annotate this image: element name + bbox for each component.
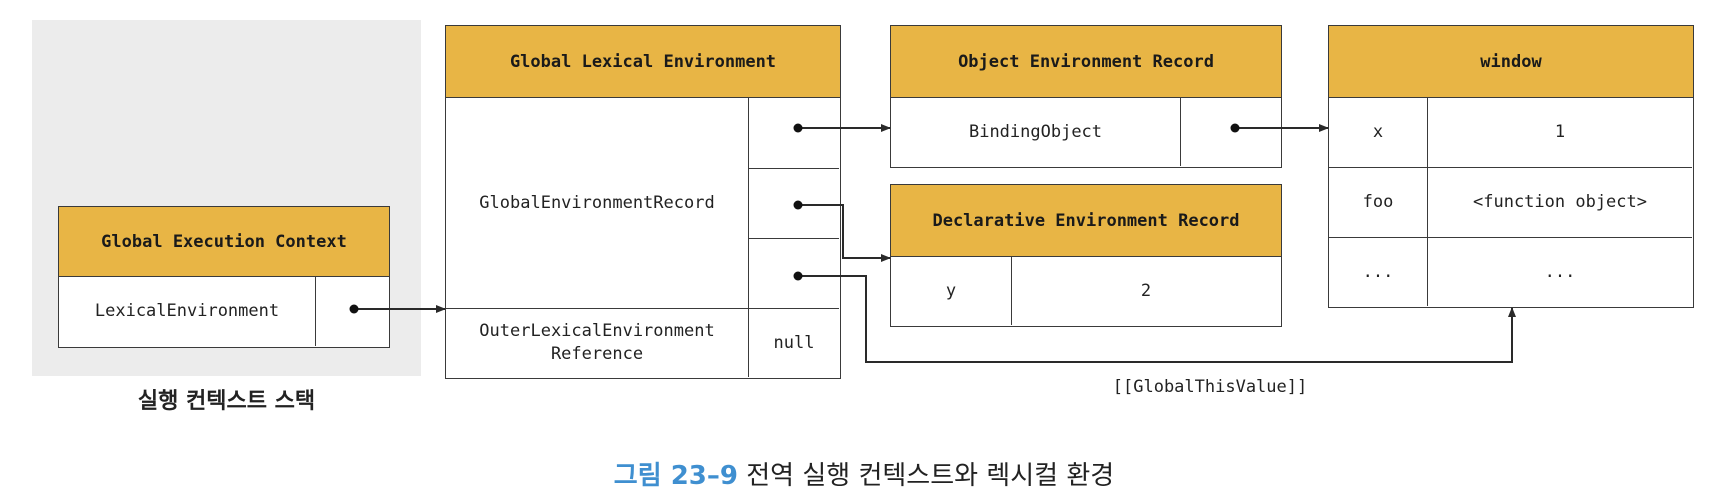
figure-number: 그림 23–9 xyxy=(613,461,738,491)
global-execution-context-header: Global Execution Context xyxy=(58,206,390,277)
outer-reference-cell: OuterLexicalEnvironment Reference xyxy=(446,309,748,377)
declarative-environment-record-body: y 2 xyxy=(890,256,1282,327)
declarative-environment-record-title: Declarative Environment Record xyxy=(932,210,1240,231)
global-environment-record-cell: GlobalEnvironmentRecord xyxy=(446,98,748,308)
window-row-value: 1 xyxy=(1554,122,1566,143)
window-row-value: <function object> xyxy=(1473,192,1647,213)
column-divider xyxy=(748,98,749,377)
binding-object-label: BindingObject xyxy=(968,121,1103,142)
outer-reference-label: OuterLexicalEnvironment Reference xyxy=(479,321,715,364)
binding-object-cell: BindingObject xyxy=(891,98,1180,166)
row-divider xyxy=(1329,237,1692,238)
column-divider xyxy=(1427,98,1428,306)
cell-divider xyxy=(1180,98,1181,166)
outer-reference-value-cell: null xyxy=(749,309,839,377)
figure-caption: 그림 23–9 전역 실행 컨텍스트와 렉시컬 환경 xyxy=(0,455,1728,491)
global-environment-record-label: GlobalEnvironmentRecord xyxy=(479,192,715,213)
window-header: window xyxy=(1328,25,1694,98)
global-execution-context-title: Global Execution Context xyxy=(101,231,347,252)
declarative-key-cell: y xyxy=(891,257,1011,325)
slot-divider xyxy=(748,238,839,239)
window-row-key: foo xyxy=(1362,192,1394,213)
window-row-key: ... xyxy=(1362,261,1394,282)
lexical-environment-cell: LexicalEnvironment xyxy=(59,277,315,346)
declarative-value-cell: 2 xyxy=(1012,257,1280,325)
outer-reference-value: null xyxy=(773,332,815,353)
row-divider xyxy=(446,308,839,309)
global-lexical-environment-body: GlobalEnvironmentRecord OuterLexicalEnvi… xyxy=(445,97,841,379)
global-this-value-label: [[GlobalThisValue]] xyxy=(1112,377,1308,397)
stack-label: 실행 컨텍스트 스택 xyxy=(137,389,316,414)
slot-divider xyxy=(748,168,839,169)
cell-divider xyxy=(315,277,316,346)
object-environment-record-title: Object Environment Record xyxy=(958,51,1214,72)
window-row-value: ... xyxy=(1544,261,1576,282)
global-execution-context-body: LexicalEnvironment xyxy=(58,276,390,348)
global-lexical-environment-header: Global Lexical Environment xyxy=(445,25,841,98)
object-environment-record-header: Object Environment Record xyxy=(890,25,1282,98)
window-body: x 1 foo <function object> ... ... xyxy=(1328,97,1694,308)
declarative-value: 2 xyxy=(1140,280,1152,301)
declarative-key: y xyxy=(945,280,957,301)
object-environment-record-body: BindingObject xyxy=(890,97,1282,168)
lexical-environment-label: LexicalEnvironment xyxy=(94,301,280,322)
row-divider xyxy=(1329,167,1692,168)
figure-caption-text: 전역 실행 컨텍스트와 렉시컬 환경 xyxy=(746,461,1115,491)
window-title: window xyxy=(1480,51,1542,72)
global-lexical-environment-title: Global Lexical Environment xyxy=(509,51,777,72)
window-row-key: x xyxy=(1372,122,1384,143)
declarative-environment-record-header: Declarative Environment Record xyxy=(890,184,1282,257)
